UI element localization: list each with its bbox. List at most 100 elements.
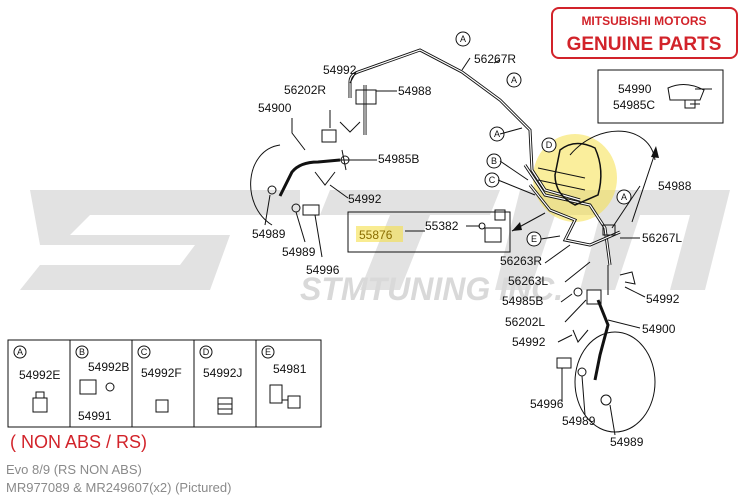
part-54996-bot: 54996 — [530, 397, 564, 411]
callout-c: C — [484, 172, 500, 188]
legend-cell-a: A 54992E — [13, 345, 60, 413]
svg-text:B: B — [491, 156, 497, 166]
left-brake-disc — [250, 144, 281, 226]
brand-line-1: MITSUBISHI MOTORS — [581, 14, 706, 28]
part-54989-c: 54989 — [562, 414, 596, 428]
callout-a-2: A — [506, 72, 522, 88]
svg-text:B: B — [79, 347, 85, 357]
bolt-54996-bot — [556, 357, 572, 369]
svg-text:C: C — [489, 175, 496, 185]
legend-part-54991: 54991 — [78, 409, 112, 423]
union-55876 — [484, 227, 502, 243]
washer-54985b-bot — [573, 287, 583, 297]
part-54990: 54990 — [618, 82, 652, 96]
part-54992-top: 54992 — [323, 63, 357, 77]
proportioning-valve — [554, 142, 602, 206]
part-54988-right: 54988 — [658, 179, 692, 193]
bracket-54988-top — [355, 89, 377, 105]
washer-54991-glyph — [105, 382, 115, 392]
inset-box-55382 — [347, 211, 511, 253]
caption-line-1: Evo 8/9 (RS NON ABS) — [6, 462, 142, 477]
clip-54992-bot — [572, 329, 589, 343]
rear-disc-outline — [569, 130, 656, 161]
part-54992-right: 54992 — [646, 292, 680, 306]
part-55876: 55876 — [359, 228, 393, 242]
clip-54992j-glyph — [217, 397, 233, 415]
svg-text:A: A — [460, 34, 466, 44]
part-54992-bot: 54992 — [512, 335, 546, 349]
caption-line-2: MR977089 & MR249607(x2) (Pictured) — [6, 480, 231, 495]
callout-a-3: A — [489, 126, 505, 142]
part-56263r: 56263R — [500, 254, 542, 268]
brand-line-2: GENUINE PARTS — [567, 34, 722, 55]
svg-text:C: C — [141, 347, 148, 357]
legend-cell-b: B 54992B 54991 — [75, 345, 129, 423]
legend-part-54992f: 54992F — [141, 366, 182, 380]
mitsubishi-logo: MITSUBISHI MOTORS GENUINE PARTS — [551, 7, 738, 59]
right-brake-hose — [593, 299, 610, 381]
legend-circle-a — [13, 345, 27, 359]
washer-54989-a — [267, 185, 277, 195]
bolt-54996-left — [302, 204, 320, 216]
part-54900-left: 54900 — [258, 101, 292, 115]
legend-part-54981: 54981 — [273, 362, 307, 376]
bracket-54990 — [667, 84, 705, 101]
part-54989-d: 54989 — [610, 435, 644, 449]
svg-text:A: A — [621, 192, 627, 202]
part-56202r: 56202R — [284, 83, 326, 97]
washer-54989-c — [577, 367, 587, 377]
part-54900-right: 54900 — [642, 322, 676, 336]
watermark-text: STMTUNING INC. — [300, 271, 563, 307]
part-labels: 54992 56267R 54988 56202R 54900 54985B 5… — [252, 52, 692, 449]
clip-54992-top — [339, 121, 361, 133]
callout-e: E — [526, 231, 542, 247]
part-54985b-top: 54985B — [378, 152, 419, 166]
left-brake-hose — [278, 158, 341, 197]
highlight-55876 — [356, 226, 403, 242]
clip-54992-right — [619, 271, 636, 285]
part-56202l: 56202L — [505, 315, 545, 329]
legend-part-54992b: 54992B — [88, 360, 129, 374]
clip-54992f-glyph — [155, 399, 169, 413]
svg-text:D: D — [203, 347, 210, 357]
leader-lines — [264, 57, 712, 436]
callout-b: B — [486, 153, 502, 169]
clip-54981-glyph — [269, 384, 283, 404]
watermark: STMTUNING INC. — [20, 190, 730, 307]
svg-text:E: E — [265, 347, 271, 357]
legend-circle-b — [75, 345, 89, 359]
legend-cell-d: D 54992J — [199, 345, 242, 415]
washer-54989-d — [600, 394, 612, 406]
clip-54992b-glyph — [79, 379, 97, 395]
highlight-circle — [533, 134, 617, 222]
legend-circle-d — [199, 345, 213, 359]
svg-text:E: E — [531, 234, 537, 244]
part-54985b-bot: 54985B — [502, 294, 543, 308]
part-56263l: 56263L — [508, 274, 548, 288]
callout-a-1: A — [455, 31, 471, 47]
non-abs-note: ( NON ABS / RS) — [10, 432, 147, 452]
callout-a-4: A — [616, 189, 632, 205]
svg-text:A: A — [17, 347, 23, 357]
legend-circle-e — [261, 345, 275, 359]
bracket-54988-right — [602, 224, 616, 236]
part-54989-a: 54989 — [252, 227, 286, 241]
bracket-56202r — [321, 129, 337, 143]
legend-part-54992e: 54992E — [19, 368, 60, 382]
part-54989-b: 54989 — [282, 245, 316, 259]
inset-box-54990 — [597, 69, 724, 124]
part-56267r: 56267R — [474, 52, 516, 66]
clip-54992e-glyph — [32, 397, 48, 413]
legend-table: A 54992E B 54992B 54991 C 54992F D 54992… — [7, 339, 322, 428]
legend-circle-c — [137, 345, 151, 359]
svg-text:A: A — [511, 75, 517, 85]
part-56267l: 56267L — [642, 231, 682, 245]
bracket-56202l — [586, 289, 602, 305]
up-arrow — [631, 149, 657, 223]
svg-text:D: D — [546, 140, 553, 150]
svg-text:A: A — [494, 129, 500, 139]
callout-d: D — [541, 137, 557, 153]
part-54992-mid: 54992 — [348, 192, 382, 206]
part-55382: 55382 — [425, 219, 459, 233]
